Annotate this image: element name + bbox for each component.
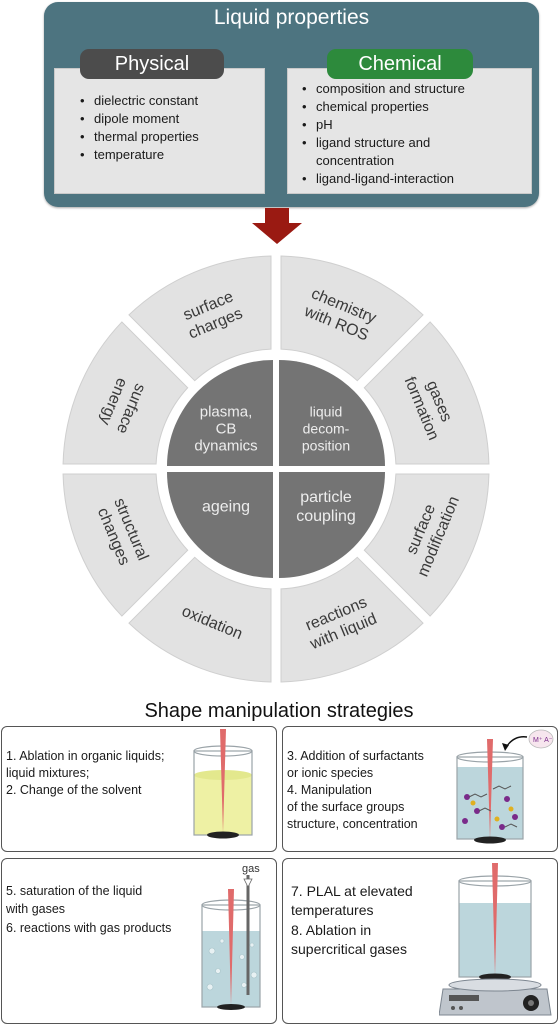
wheel-center-quadrant: [279, 472, 385, 578]
strategy-1-line: liquid mixtures;: [6, 766, 90, 780]
wheel-center-label-line: coupling: [296, 508, 356, 525]
physical-label: Physical: [80, 49, 224, 79]
wheel-background: [62, 255, 490, 683]
strategy-3-line: 5. saturation of the liquid: [6, 884, 143, 898]
wheel-center-quadrant: [167, 360, 273, 466]
wheel-segment: [363, 321, 490, 465]
strategy-1-line: 1. Ablation in organic liquids;: [6, 749, 165, 763]
strategy-4-line: 8. Ablation in: [291, 922, 372, 938]
strategy-2-line: or ionic species: [287, 766, 374, 780]
wheel-segment-label: oxidation: [179, 602, 245, 644]
chemical-item: chemical properties: [300, 98, 528, 116]
ion-label: M⁺ A⁻: [533, 737, 553, 744]
effects-wheel-graphic: [62, 255, 490, 683]
gas-label: gas: [242, 863, 260, 875]
heated-beaker-icon: [439, 863, 552, 1016]
wheel-segment: [280, 255, 424, 382]
wheel-center-label-line: CB: [215, 420, 237, 438]
wheel-segment: [128, 255, 272, 382]
down-arrow-icon: [252, 208, 302, 244]
strategy-2-line: of the surface groups: [287, 800, 405, 814]
strategy-panel-3: 5. saturation of the liquid with gases 6…: [1, 858, 277, 1024]
wheel-center-label-line: plasma,: [199, 403, 253, 421]
physical-item: dielectric constant: [78, 92, 258, 110]
wheel-segment: [363, 473, 490, 617]
wheel-center-label: particle coupling: [296, 488, 356, 526]
strategy-4-line: temperatures: [291, 902, 374, 918]
wheel-segment: [128, 556, 272, 683]
wheel-center-quadrant: [167, 472, 273, 578]
strategy-2-line: 3. Addition of surfactants: [287, 749, 424, 763]
strategy-panel-1: 1. Ablation in organic liquids; liquid m…: [1, 726, 277, 852]
physical-item: dipole moment: [78, 110, 258, 128]
chemical-item: ligand-ligand-interaction: [300, 170, 528, 188]
wheel-segment: [280, 556, 424, 683]
chemical-item: composition and structure: [300, 80, 528, 98]
wheel-center-label: ageing: [202, 498, 250, 517]
physical-properties-list: dielectric constant dipole moment therma…: [78, 92, 258, 164]
chemical-item: pH: [300, 116, 528, 134]
wheel-segment: [62, 473, 189, 617]
strategy-4-line: 7. PLAL at elevated: [291, 883, 413, 899]
chemical-item: ligand structure and: [300, 134, 528, 152]
beaker-gas-icon: gas: [201, 863, 261, 1010]
chemical-label: Chemical: [327, 49, 473, 79]
strategies-title: Shape manipulation strategies: [144, 700, 414, 722]
beaker-organic-liquid-icon: [193, 729, 253, 839]
strategy-1-line: 2. Change of the solvent: [6, 783, 142, 797]
wheel-center-label-line: ageing: [201, 498, 251, 516]
wheel-center-label-line: dynamics: [194, 437, 258, 455]
liquid-properties-title: Liquid properties: [213, 6, 370, 29]
wheel-center-label-line: position: [301, 437, 351, 454]
strategy-2-line: structure, concentration: [287, 817, 418, 831]
strategy-3-line: with gases: [6, 902, 66, 916]
beaker-surfactant-icon: M⁺ A⁻: [456, 729, 554, 844]
chemical-properties-list: composition and structure chemical prope…: [300, 80, 528, 188]
wheel-center-quadrant: [279, 360, 385, 466]
physical-item: thermal properties: [78, 128, 258, 146]
strategy-panel-4: 7. PLAL at elevated temperatures 8. Abla…: [282, 858, 558, 1024]
strategy-2-line: 4. Manipulation: [287, 783, 372, 797]
strategy-3-line: 6. reactions with gas products: [6, 921, 172, 935]
strategy-4-line: supercritical gases: [291, 941, 407, 957]
wheel-center-label-line: liquid: [309, 403, 343, 420]
chemical-item-continued: concentration: [316, 153, 395, 168]
physical-item: temperature: [78, 146, 258, 164]
wheel-center-label-line: decom-: [302, 420, 350, 437]
strategy-panel-2: 3. Addition of surfactants or ionic spec…: [282, 726, 558, 852]
wheel-segment-label-line: oxidation: [179, 602, 246, 643]
wheel-segment: [62, 321, 189, 465]
wheel-center-label-line: particle: [300, 489, 352, 506]
